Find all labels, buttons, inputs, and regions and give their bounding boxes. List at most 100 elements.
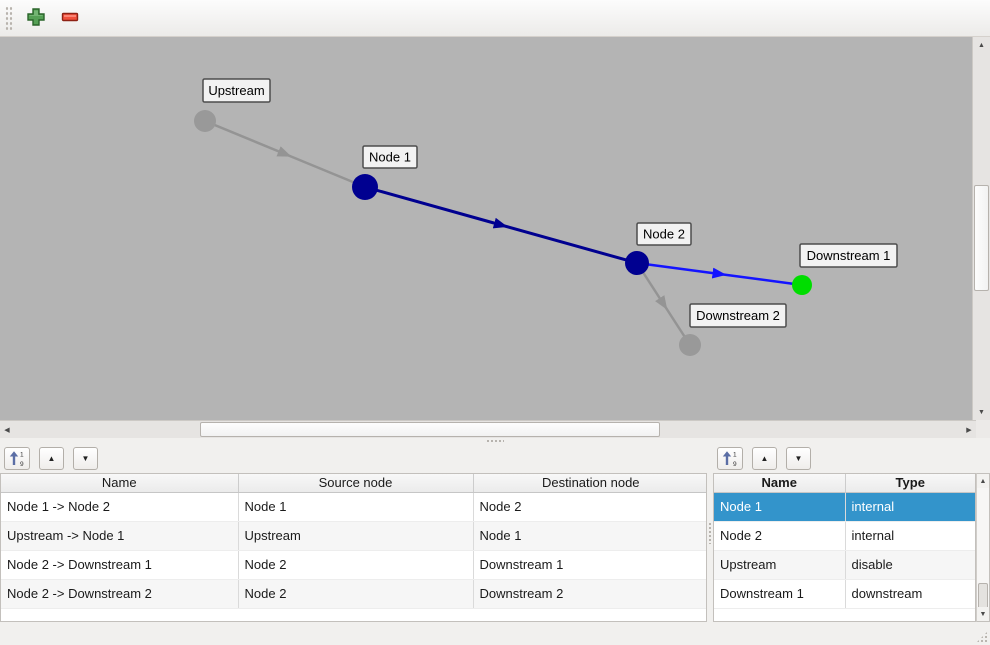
edge-source-cell[interactable]: Upstream: [238, 521, 474, 551]
status-bar: [0, 622, 990, 645]
sort-nodes-button[interactable]: 1 9: [717, 446, 743, 470]
edge-source-cell[interactable]: Node 1: [238, 492, 474, 522]
edge-source-cell[interactable]: Node 2: [238, 579, 474, 609]
bottom-panels: 1 9 ▲ ▼ Name Source node Destination nod…: [0, 443, 990, 622]
scroll-up-button[interactable]: ▲: [973, 37, 990, 53]
node-label-box[interactable]: [202, 78, 271, 103]
node-type-cell[interactable]: disable: [845, 550, 975, 580]
column-header-type[interactable]: Type: [845, 474, 975, 493]
sort-edges-button[interactable]: 1 9: [4, 446, 30, 470]
graph-node[interactable]: [352, 174, 378, 200]
nodes-table-header: Name Type: [714, 474, 975, 493]
node-label-box[interactable]: [689, 303, 787, 328]
node-name-cell[interactable]: Downstream 1: [714, 579, 846, 609]
edge-name-cell[interactable]: Node 2 -> Downstream 1: [1, 550, 239, 580]
column-header-name[interactable]: Name: [1, 474, 239, 493]
sort-ascending-icon: 1 9: [9, 450, 24, 467]
svg-text:1: 1: [733, 451, 737, 458]
minus-icon: [60, 7, 80, 30]
table-row[interactable]: Node 1 -> Node 2 Node 1 Node 2: [1, 492, 706, 522]
vertical-splitter[interactable]: [707, 443, 713, 622]
table-row[interactable]: Downstream 1 downstream: [714, 579, 975, 609]
vertical-scroll-thumb[interactable]: [974, 185, 989, 291]
right-triangle-icon: ▶: [966, 426, 972, 434]
edge-destination-cell[interactable]: Downstream 2: [473, 579, 706, 609]
move-node-up-button[interactable]: ▲: [752, 446, 777, 470]
edge-name-cell[interactable]: Upstream -> Node 1: [1, 521, 239, 551]
column-header-destination-node[interactable]: Destination node: [473, 474, 706, 493]
move-edge-down-button[interactable]: ▼: [73, 446, 98, 470]
edge-destination-cell[interactable]: Node 2: [473, 492, 706, 522]
nodes-table: Name Type Node 1 internal Node 2 i: [714, 474, 975, 609]
scroll-up-button[interactable]: ▲: [977, 474, 989, 488]
horizontal-splitter[interactable]: [0, 438, 990, 443]
scroll-right-button[interactable]: ▶: [962, 421, 976, 438]
left-triangle-icon: ◀: [4, 426, 10, 434]
node-type-cell[interactable]: internal: [845, 521, 975, 551]
table-row[interactable]: Upstream disable: [714, 550, 975, 580]
nodes-panel: 1 9 ▲ ▼ Name Type: [713, 443, 990, 622]
graph-edge[interactable]: [636, 261, 803, 287]
move-edge-up-button[interactable]: ▲: [39, 446, 64, 470]
down-triangle-icon: ▼: [81, 453, 90, 463]
resize-grip-icon[interactable]: [976, 631, 988, 643]
node-name-cell[interactable]: Node 2: [714, 521, 846, 551]
edge-destination-cell[interactable]: Downstream 1: [473, 550, 706, 580]
move-node-down-button[interactable]: ▼: [786, 446, 811, 470]
table-row[interactable]: Node 2 internal: [714, 521, 975, 551]
canvas-vertical-scrollbar[interactable]: ▲ ▼: [972, 37, 990, 420]
nodes-table-body: Name Type Node 1 internal Node 2 i: [713, 473, 990, 622]
scroll-left-button[interactable]: ◀: [0, 421, 14, 438]
node-label-box[interactable]: [636, 222, 692, 246]
table-row[interactable]: Node 2 -> Downstream 2 Node 2 Downstream…: [1, 579, 706, 609]
scrollbar-corner: [976, 420, 990, 438]
table-row[interactable]: Node 2 -> Downstream 1 Node 2 Downstream…: [1, 550, 706, 580]
edges-table-header: Name Source node Destination node: [1, 474, 706, 493]
down-triangle-icon: ▼: [979, 610, 987, 618]
table-scroll-thumb[interactable]: [978, 583, 988, 609]
scroll-down-button[interactable]: ▼: [977, 607, 989, 621]
toolbar-grip-handle[interactable]: [5, 6, 13, 30]
node-label: Node 2: [643, 227, 685, 242]
scroll-down-button[interactable]: ▼: [973, 404, 990, 420]
up-triangle-icon: ▲: [979, 477, 987, 485]
canvas-horizontal-scrollbar[interactable]: ◀ ▶: [0, 420, 976, 438]
node-label-box[interactable]: [362, 145, 418, 169]
edges-table-wrap: Name Source node Destination node Node 1…: [0, 473, 707, 622]
node-name-cell[interactable]: Upstream: [714, 550, 846, 580]
column-header-source-node[interactable]: Source node: [238, 474, 474, 493]
graph-node[interactable]: [194, 110, 216, 132]
graph-edge[interactable]: [364, 185, 638, 265]
node-type-cell[interactable]: downstream: [845, 579, 975, 609]
graph-edge[interactable]: [635, 262, 692, 346]
edge-name-cell[interactable]: Node 1 -> Node 2: [1, 492, 239, 522]
nodes-panel-toolbar: 1 9 ▲ ▼: [713, 443, 990, 473]
add-button[interactable]: [21, 3, 51, 33]
table-row[interactable]: Node 1 internal: [714, 492, 975, 522]
graph-node[interactable]: [625, 251, 649, 275]
up-triangle-icon: ▲: [47, 453, 56, 463]
node-label: Node 1: [369, 150, 411, 165]
svg-text:9: 9: [733, 461, 737, 467]
edge-destination-cell[interactable]: Node 1: [473, 521, 706, 551]
edge-name-cell[interactable]: Node 2 -> Downstream 2: [1, 579, 239, 609]
node-type-cell[interactable]: internal: [845, 492, 975, 522]
node-name-cell[interactable]: Node 1: [714, 492, 846, 522]
horizontal-scroll-thumb[interactable]: [200, 422, 660, 437]
main-toolbar: [0, 0, 990, 37]
graph-node[interactable]: [792, 275, 812, 295]
up-triangle-icon: ▲: [760, 453, 769, 463]
remove-button[interactable]: [55, 3, 85, 33]
nodes-table-scrollbar[interactable]: ▲ ▼: [976, 473, 990, 622]
column-header-name[interactable]: Name: [714, 474, 846, 493]
graph-edge[interactable]: [204, 119, 366, 189]
node-label-box[interactable]: [799, 243, 898, 268]
edge-source-cell[interactable]: Node 2: [238, 550, 474, 580]
graph-node[interactable]: [679, 334, 701, 356]
table-row[interactable]: Upstream -> Node 1 Upstream Node 1: [1, 521, 706, 551]
nodes-table-wrap: Name Type Node 1 internal Node 2 i: [713, 473, 976, 622]
